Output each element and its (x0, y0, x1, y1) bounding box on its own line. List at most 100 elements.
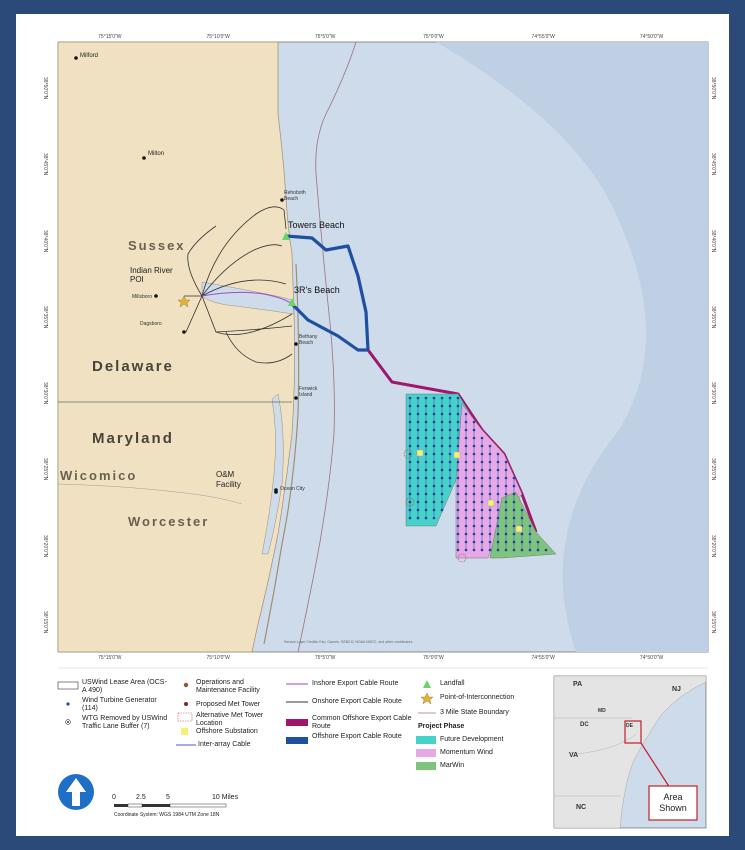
wind-turbine (432, 484, 436, 488)
wind-turbine (496, 516, 500, 520)
wind-turbine (520, 540, 524, 544)
wind-turbine (480, 524, 484, 528)
wind-turbine (416, 468, 420, 472)
wind-turbine (464, 412, 468, 416)
wind-turbine (464, 468, 468, 472)
wind-turbine (416, 492, 420, 496)
land-mass (57, 41, 296, 653)
legend-met-dot (184, 702, 188, 706)
coord-tick: 75°0'0"W (423, 34, 444, 40)
legend-momentum-label: Momentum Wind (440, 749, 493, 756)
wind-turbine (424, 476, 428, 480)
wind-turbine (464, 428, 468, 432)
wind-turbine (416, 500, 420, 504)
wind-turbine (472, 492, 476, 496)
wind-turbine (456, 532, 460, 536)
wind-turbine (464, 420, 468, 424)
wind-turbine (472, 500, 476, 504)
wind-turbine (432, 452, 436, 456)
wind-turbine (488, 524, 492, 528)
coord-tick: 38°45'0"N (710, 153, 716, 176)
legend-alt-met-swatch (177, 712, 193, 722)
wind-turbine (448, 396, 452, 400)
wind-turbine (424, 492, 428, 496)
wind-turbine (416, 420, 420, 424)
legend-marwin-label: MarWin (440, 762, 465, 769)
wind-turbine (440, 468, 444, 472)
wind-turbine (432, 500, 436, 504)
wind-turbine (432, 436, 436, 440)
wind-turbine (456, 460, 460, 464)
wind-turbine (424, 428, 428, 432)
wind-turbine (408, 492, 412, 496)
wind-turbine (432, 468, 436, 472)
wind-turbine (416, 436, 420, 440)
coord-tick: 75°10'0"W (206, 655, 230, 661)
wind-turbine (488, 492, 492, 496)
state-boundary-line (297, 41, 357, 653)
wind-turbine (488, 508, 492, 512)
wind-turbine (456, 484, 460, 488)
wind-turbine (512, 508, 516, 512)
legend-alt-met-label: Alternative Met Tower Location (196, 712, 264, 727)
wind-turbine (448, 412, 452, 416)
coord-tick: 75°15'0"W (98, 655, 122, 661)
wind-turbine (480, 516, 484, 520)
wind-turbine (408, 404, 412, 408)
wind-turbine (496, 492, 500, 496)
wind-turbine (512, 540, 516, 544)
wind-turbine (424, 484, 428, 488)
wind-turbine (504, 492, 508, 496)
wind-turbine (512, 476, 516, 480)
wind-turbine (456, 444, 460, 448)
turbine-grid (408, 396, 548, 552)
legend-offshore-label: Offshore Export Cable Route (312, 733, 402, 740)
wind-turbine (448, 420, 452, 424)
wind-turbine (440, 444, 444, 448)
wind-turbine (512, 492, 516, 496)
north-arrow-glyph (66, 778, 86, 806)
place-ocean-city: Ocean City (280, 486, 305, 492)
wind-turbine (480, 452, 484, 456)
deep-water (436, 42, 708, 652)
coord-tick: 74°50'0"W (639, 34, 664, 40)
wind-turbine (504, 500, 508, 504)
wind-turbine (440, 508, 444, 512)
wind-turbine (456, 428, 460, 432)
wind-turbine (416, 516, 420, 520)
town-markers (74, 56, 298, 494)
wind-turbine (496, 532, 500, 536)
wind-turbine (416, 404, 420, 408)
county-line (57, 483, 243, 505)
coord-tick: 74°55'0"W (531, 34, 555, 40)
legend-wtg-removed-symbol (65, 719, 71, 725)
coord-tick: 75°10'0"W (206, 34, 230, 40)
wind-turbine (456, 412, 460, 416)
wind-turbine (456, 476, 460, 480)
coord-tick: 38°40'0"N (710, 229, 716, 252)
wind-turbine (456, 396, 460, 400)
wind-turbine (504, 508, 508, 512)
wind-turbine (496, 452, 500, 456)
place-fenwick: Fenwick Island (299, 386, 318, 398)
legend-substation-label: Offshore Substation (196, 728, 258, 735)
wind-turbine (440, 492, 444, 496)
wind-turbine (448, 404, 452, 408)
wind-turbine (432, 412, 436, 416)
wind-turbine (448, 428, 452, 432)
coord-tick: 38°15'0"N (710, 610, 716, 634)
wind-turbine (416, 460, 420, 464)
coord-tick: 75°5'0"W (314, 655, 336, 661)
wind-turbine (432, 428, 436, 432)
wind-turbine (488, 460, 492, 464)
wind-turbine (464, 460, 468, 464)
inset-md: MD (598, 708, 606, 714)
scale-label-1: 2.5 (136, 794, 146, 801)
wind-turbine (408, 420, 412, 424)
wind-turbine (416, 428, 420, 432)
wind-turbine (448, 452, 452, 456)
wind-turbine (512, 500, 516, 504)
legend-om-label: Operations and Maintenance Facility (196, 679, 260, 694)
wind-turbine (440, 420, 444, 424)
wind-turbine (536, 548, 540, 552)
